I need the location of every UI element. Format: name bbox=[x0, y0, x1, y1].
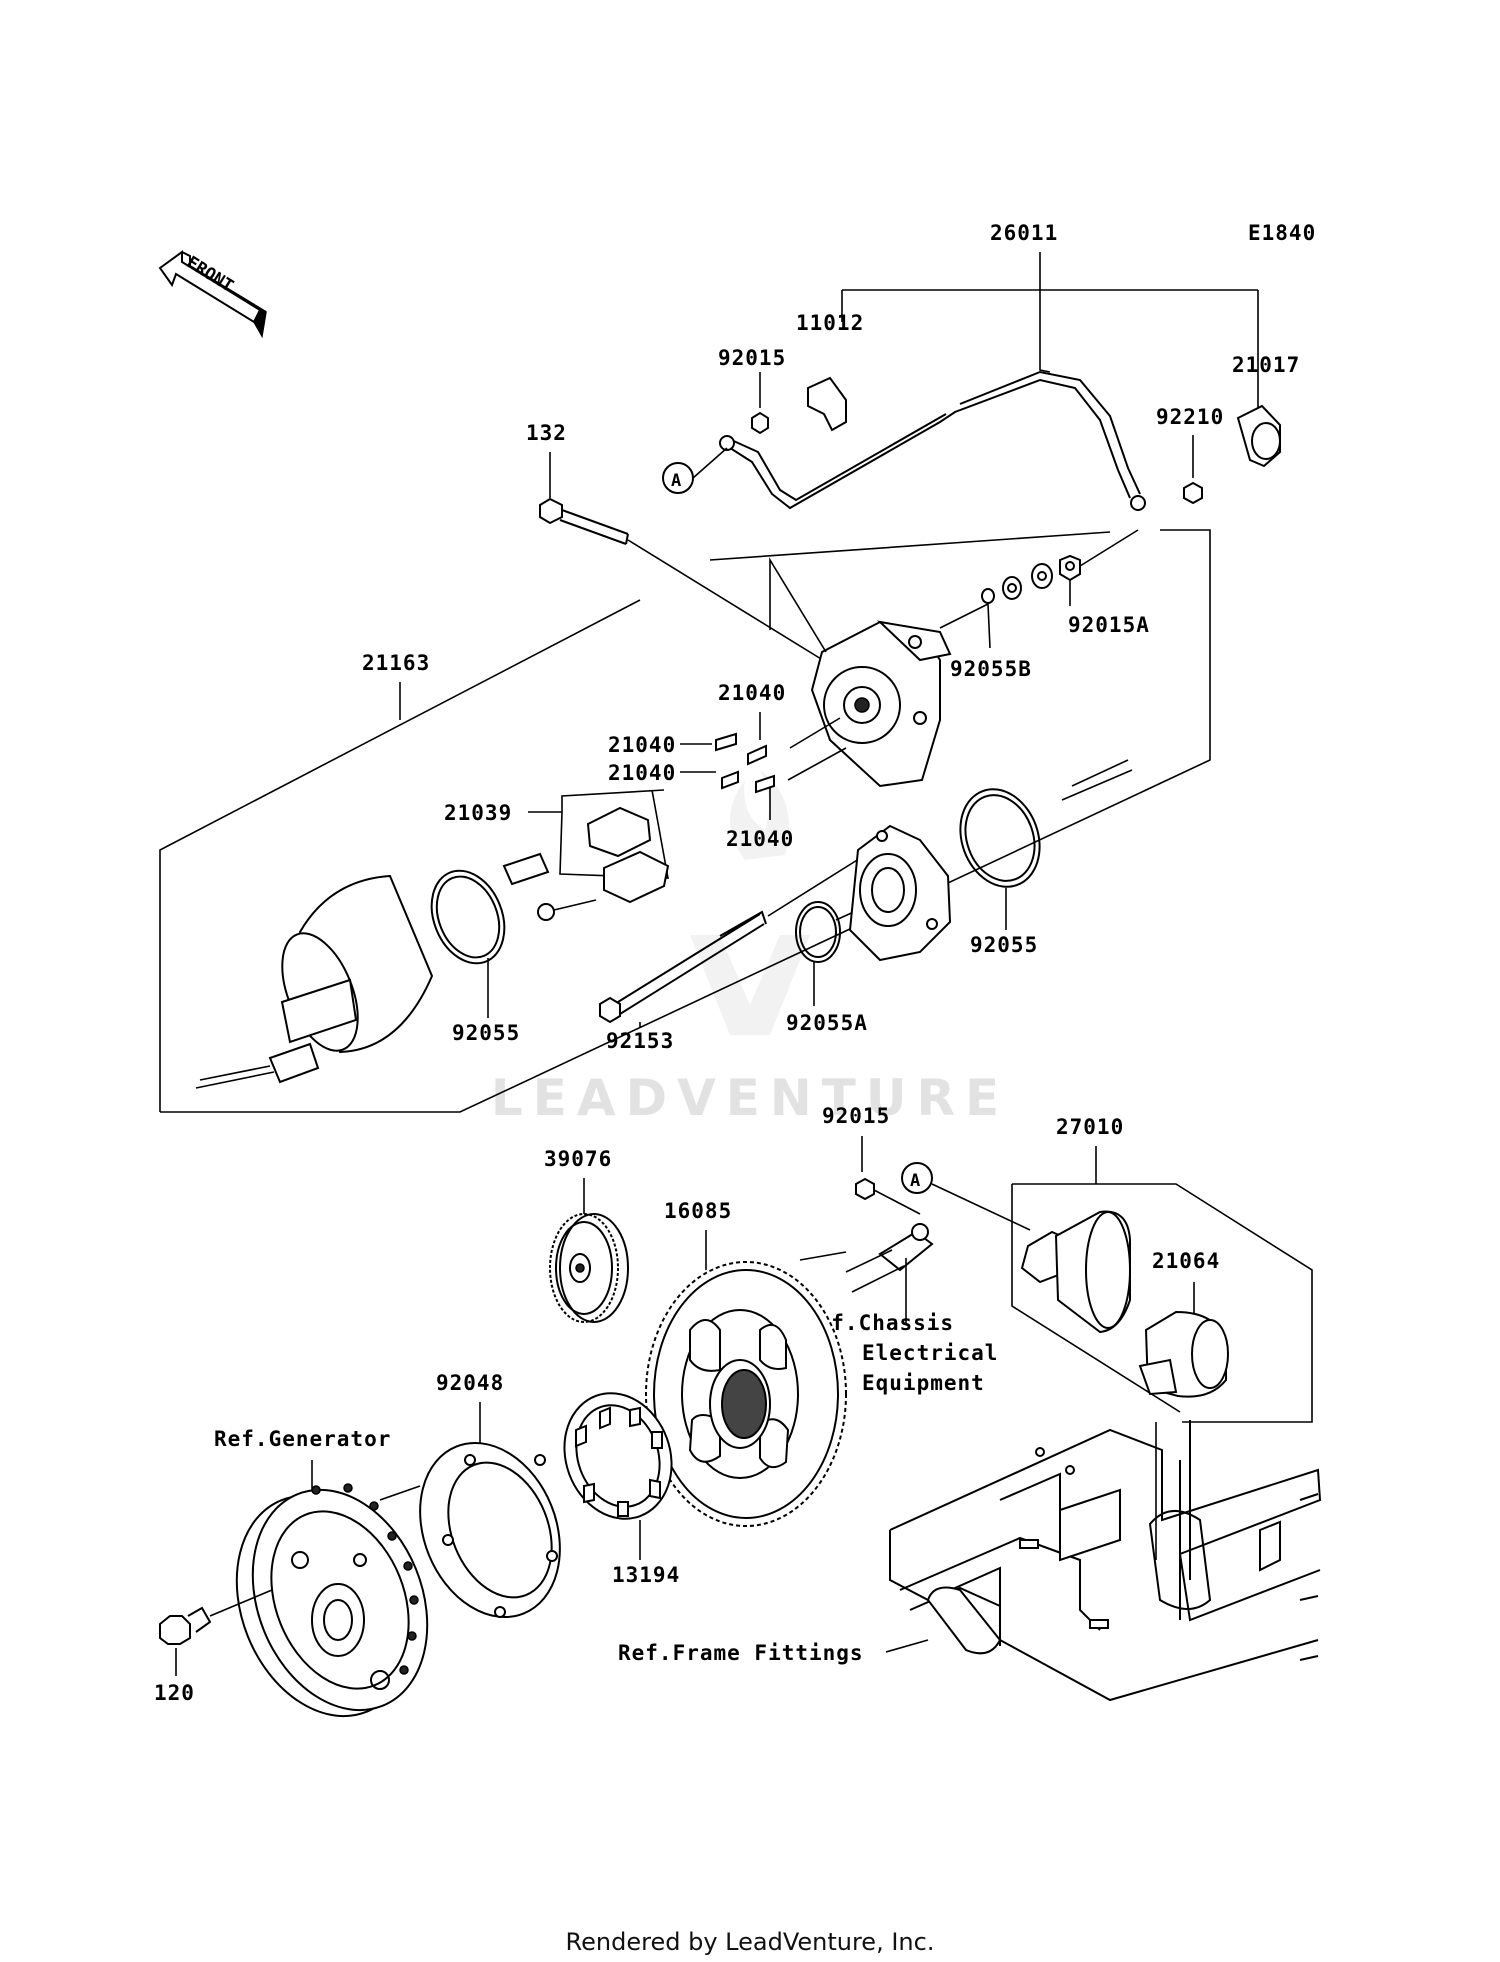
ref-chassis-line3: Equipment bbox=[862, 1371, 985, 1395]
callout-21039: 21039 bbox=[444, 801, 512, 825]
starter-clutch-gear-part bbox=[645, 1261, 847, 1527]
front-arrow-icon: FRONT bbox=[158, 250, 267, 339]
brush-holder-part bbox=[502, 806, 670, 921]
coupling-part bbox=[419, 1441, 561, 1619]
front-cover-part bbox=[848, 824, 952, 962]
starter-relay-part bbox=[1020, 1210, 1131, 1334]
callout-92055A: 92055A bbox=[786, 1011, 868, 1035]
starter-relay-group: 92015 A Ref.Chassis Electrical Equipment… bbox=[799, 1104, 1313, 1423]
marker-a-mid bbox=[901, 1162, 933, 1194]
marker-a-mid-label: A bbox=[910, 1171, 920, 1191]
callout-92055-left: 92055 bbox=[452, 1021, 520, 1045]
callout-120: 120 bbox=[154, 1681, 195, 1705]
through-bolt-part bbox=[599, 851, 871, 1024]
callout-92048: 92048 bbox=[436, 1371, 504, 1395]
callout-21064: 21064 bbox=[1152, 1249, 1220, 1273]
callout-132: 132 bbox=[526, 421, 567, 445]
frame-fittings-part bbox=[889, 1420, 1322, 1702]
nut-92210-part bbox=[1183, 481, 1203, 505]
nut-part bbox=[751, 411, 769, 435]
bolt-120-part bbox=[159, 1589, 273, 1645]
callout-26011: 26011 bbox=[990, 221, 1058, 245]
callout-21017: 21017 bbox=[1232, 353, 1300, 377]
generator-rotor-part bbox=[235, 1483, 429, 1718]
callout-92153: 92153 bbox=[606, 1029, 674, 1053]
callout-92015-top: 92015 bbox=[718, 346, 786, 370]
callout-21163: 21163 bbox=[362, 651, 430, 675]
ref-generator: Ref.Generator bbox=[214, 1427, 391, 1451]
idle-gear-part bbox=[549, 1213, 629, 1323]
watermark-text: LEADVENTURE bbox=[491, 1069, 1009, 1127]
callout-21040-a: 21040 bbox=[718, 681, 786, 705]
callout-92015-mid: 92015 bbox=[822, 1104, 890, 1128]
terminal-cap-part bbox=[807, 376, 847, 432]
cable-end-part bbox=[878, 1230, 934, 1272]
callout-21040-b: 21040 bbox=[608, 733, 676, 757]
callout-39076: 39076 bbox=[544, 1147, 612, 1171]
brush-spring-part bbox=[715, 717, 847, 794]
starter-motor-assembly: 21163 92015A 92055B 21040 21040 21040 21… bbox=[159, 529, 1211, 1113]
one-way-clutch-part bbox=[563, 1392, 673, 1520]
front-arrow-label: FRONT bbox=[183, 252, 237, 296]
callout-27010: 27010 bbox=[1056, 1115, 1124, 1139]
relay-boot-part bbox=[1138, 1310, 1229, 1398]
callout-13194: 13194 bbox=[612, 1563, 680, 1587]
watermark-logo bbox=[690, 770, 810, 1035]
ref-chassis-line2: Electrical bbox=[862, 1341, 998, 1365]
o-ring-left-part bbox=[430, 869, 506, 965]
ref-frame-fittings: Ref.Frame Fittings bbox=[618, 1641, 864, 1665]
diagram-code: E1840 bbox=[1248, 221, 1316, 245]
marker-a-top-label: A bbox=[671, 471, 681, 491]
callout-92055B: 92055B bbox=[950, 657, 1032, 681]
footer-credit: Rendered by LeadVenture, Inc. bbox=[565, 1928, 935, 1956]
starter-cable-group: 26011 11012 92015 A 21017 92210 bbox=[662, 221, 1300, 511]
callout-92210: 92210 bbox=[1156, 405, 1224, 429]
callout-92015A: 92015A bbox=[1068, 613, 1150, 637]
bolt-132-part bbox=[539, 497, 827, 663]
callout-16085: 16085 bbox=[664, 1199, 732, 1223]
callout-21040-c: 21040 bbox=[608, 761, 676, 785]
callout-92055-right: 92055 bbox=[970, 933, 1038, 957]
o-ring-right-part bbox=[959, 788, 1041, 888]
callout-11012: 11012 bbox=[796, 311, 864, 335]
callout-21040-d: 21040 bbox=[726, 827, 794, 851]
o-ring-92055A-part bbox=[795, 901, 841, 963]
armature-yoke-part bbox=[195, 874, 434, 1089]
nut-92015-mid-part bbox=[855, 1177, 875, 1201]
